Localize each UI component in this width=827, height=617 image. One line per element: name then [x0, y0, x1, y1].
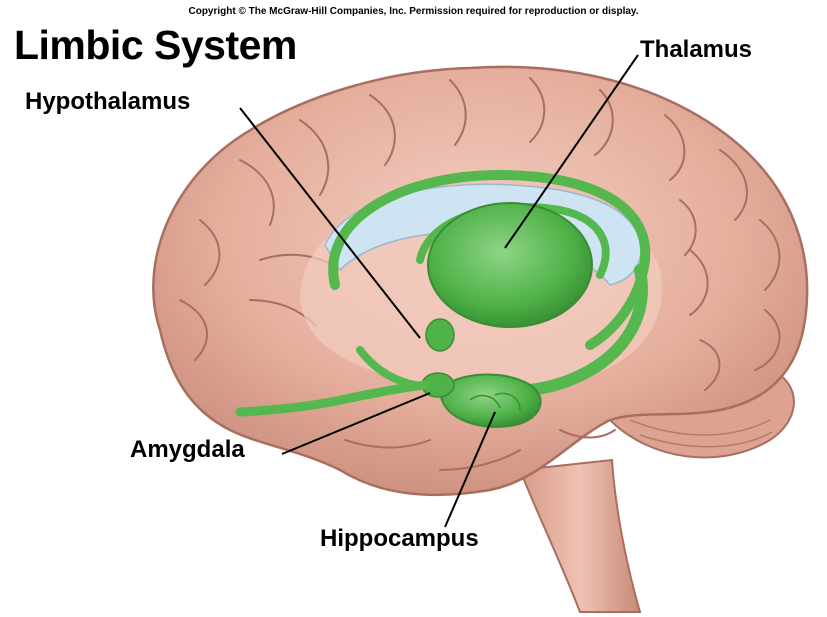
copyright-notice: Copyright © The McGraw-Hill Companies, I… — [0, 6, 827, 17]
brain-stem — [520, 460, 640, 612]
hypothalamus-structure — [426, 319, 454, 351]
diagram-title: Limbic System — [14, 22, 297, 69]
label-hippocampus: Hippocampus — [320, 525, 479, 553]
label-hypothalamus: Hypothalamus — [25, 88, 190, 116]
label-amygdala: Amygdala — [130, 436, 245, 464]
thalamus-structure — [428, 203, 592, 327]
label-thalamus: Thalamus — [640, 36, 752, 64]
